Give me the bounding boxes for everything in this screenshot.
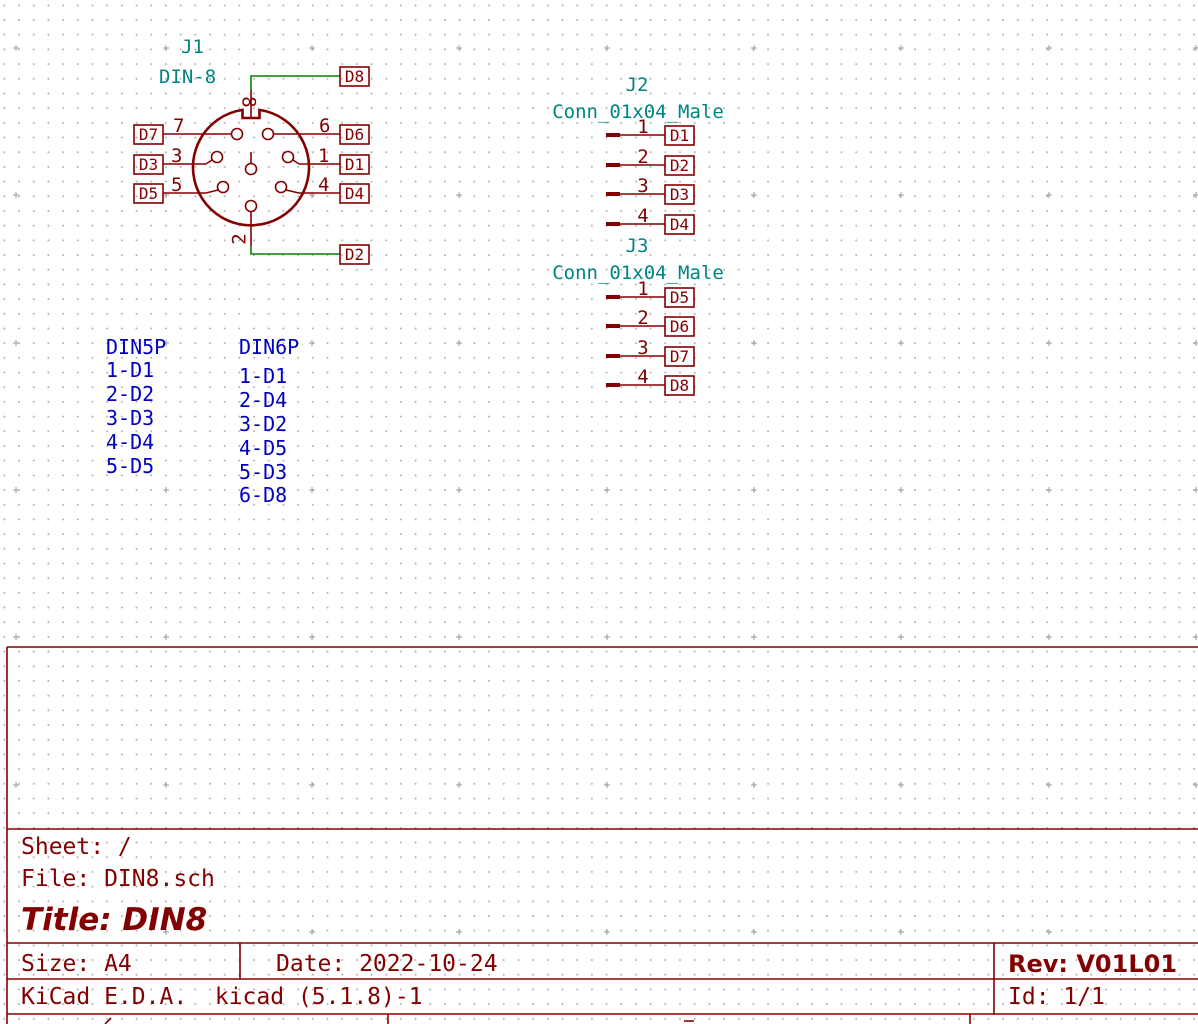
j2-reference: J2 [626, 74, 649, 96]
note-line: 6-D8 [239, 483, 287, 507]
svg-text:D7: D7 [670, 347, 689, 366]
j3-reference: J3 [626, 235, 649, 257]
wire-d2 [250, 246, 340, 255]
svg-text:D6: D6 [345, 125, 364, 144]
j2-pin-leads [606, 133, 665, 226]
j2-pin-number-1: 1 [637, 116, 648, 138]
j2-value: Conn_01x04_Male [552, 101, 724, 123]
net-label-d2: D2 [339, 244, 370, 265]
svg-text:D5: D5 [139, 184, 158, 203]
svg-text:D1: D1 [670, 126, 689, 145]
note-line: 2-D2 [106, 382, 154, 406]
title-block-size: Size: A4 [21, 951, 132, 977]
title-block-id: Id: 1/1 [1008, 984, 1105, 1010]
svg-text:D6: D6 [670, 317, 689, 336]
net-label-d1: D1 [339, 154, 370, 175]
note-line: 1-D1 [239, 364, 287, 388]
title-block-sheet: Sheet: / [21, 834, 132, 860]
j1-body-outline [191, 108, 311, 227]
svg-text:D8: D8 [345, 67, 364, 86]
j1-value: DIN-8 [159, 66, 216, 88]
title-block-rev: Rev: V01L01 [1008, 950, 1177, 978]
net-label-d5: D5 [133, 183, 164, 204]
j2-pin-number-4: 4 [637, 205, 648, 227]
j1-contact-pins [210, 127, 295, 213]
j1-pin-number-3: 3 [171, 145, 182, 167]
net-label-j3-d8: D8 [664, 375, 695, 396]
net-label-j2-d4: D4 [664, 214, 695, 235]
j1-pin-number-8: 8 [238, 96, 260, 107]
j1-pin-number-5: 5 [171, 174, 182, 196]
j1-pin-number-6: 6 [319, 115, 330, 137]
title-block-file: File: DIN8.sch [21, 866, 215, 892]
j3-pin-number-3: 3 [637, 337, 648, 359]
j3-pin-number-2: 2 [637, 307, 648, 329]
j1-pin-number-4: 4 [318, 174, 329, 196]
note-line: 4-D4 [106, 430, 154, 454]
net-label-j3-d7: D7 [664, 346, 695, 367]
j1-reference: J1 [181, 36, 204, 58]
note-line: 2-D4 [239, 388, 287, 412]
j2-pin-number-2: 2 [637, 146, 648, 168]
note-line: 3-D2 [239, 412, 287, 436]
svg-text:D3: D3 [670, 185, 689, 204]
j1-pin-number-1: 1 [318, 145, 329, 167]
net-label-j2-d2: D2 [664, 155, 695, 176]
connector-j3[interactable]: J3 Conn_01x04_Male 1 2 3 4 D5 D6 D7 D8 [552, 235, 724, 396]
net-label-j3-d5: D5 [664, 287, 695, 308]
net-label-j3-d6: D6 [664, 316, 695, 337]
j1-pin-number-2: 2 [229, 233, 251, 244]
note-line: 3-D3 [106, 406, 154, 430]
note-line: 5-D3 [239, 460, 287, 484]
svg-text:D4: D4 [670, 215, 689, 234]
svg-text:D5: D5 [670, 288, 689, 307]
connector-j1-din8[interactable]: J1 DIN-8 [159, 36, 340, 246]
svg-text:D3: D3 [139, 155, 158, 174]
svg-text:D8: D8 [670, 376, 689, 395]
svg-text:D7: D7 [139, 125, 158, 144]
net-label-d4: D4 [339, 183, 370, 204]
j3-pin-number-4: 4 [637, 366, 648, 388]
j3-value: Conn_01x04_Male [552, 262, 724, 284]
svg-text:D2: D2 [670, 156, 689, 175]
grid-markers [13, 45, 1198, 935]
note-din5p: DIN5P 1-D1 2-D2 3-D3 4-D4 5-D5 [106, 335, 166, 478]
svg-text:D2: D2 [345, 245, 364, 264]
svg-text:D1: D1 [345, 155, 364, 174]
connector-j2[interactable]: J2 Conn_01x04_Male 1 2 3 4 D1 D2 D3 D4 [552, 74, 724, 235]
title-block-date: Date: 2022-10-24 [276, 951, 498, 977]
j3-pin-leads [606, 295, 665, 387]
j1-net-labels: D8 D7 D6 D3 D1 D5 D4 D2 [133, 66, 370, 265]
j1-pin-number-7: 7 [173, 115, 184, 137]
net-label-d7: D7 [133, 124, 164, 145]
note-din6p: DIN6P 1-D1 2-D4 3-D2 4-D5 5-D3 6-D8 [239, 335, 299, 507]
svg-text:D4: D4 [345, 184, 364, 203]
title-block-title: Title: DIN8 [21, 902, 207, 938]
net-label-j2-d3: D3 [664, 184, 695, 205]
j3-pin-number-1: 1 [637, 278, 648, 300]
wire-d8 [250, 75, 340, 90]
net-label-d3: D3 [133, 154, 164, 175]
net-label-d6: D6 [339, 124, 370, 145]
wires [250, 75, 340, 255]
net-label-d8: D8 [339, 66, 370, 87]
title-block-tool: KiCad E.D.A. kicad (5.1.8)-1 [21, 984, 423, 1010]
note-line: 5-D5 [106, 454, 154, 478]
note-din6p-title: DIN6P [239, 335, 299, 359]
j2-pin-number-3: 3 [637, 175, 648, 197]
note-line: 4-D5 [239, 436, 287, 460]
note-din5p-title: DIN5P [106, 335, 166, 359]
net-label-j2-d1: D1 [664, 125, 695, 146]
j1-pin-leads [163, 90, 340, 246]
title-block [6, 646, 1198, 1024]
note-line: 1-D1 [106, 358, 154, 382]
